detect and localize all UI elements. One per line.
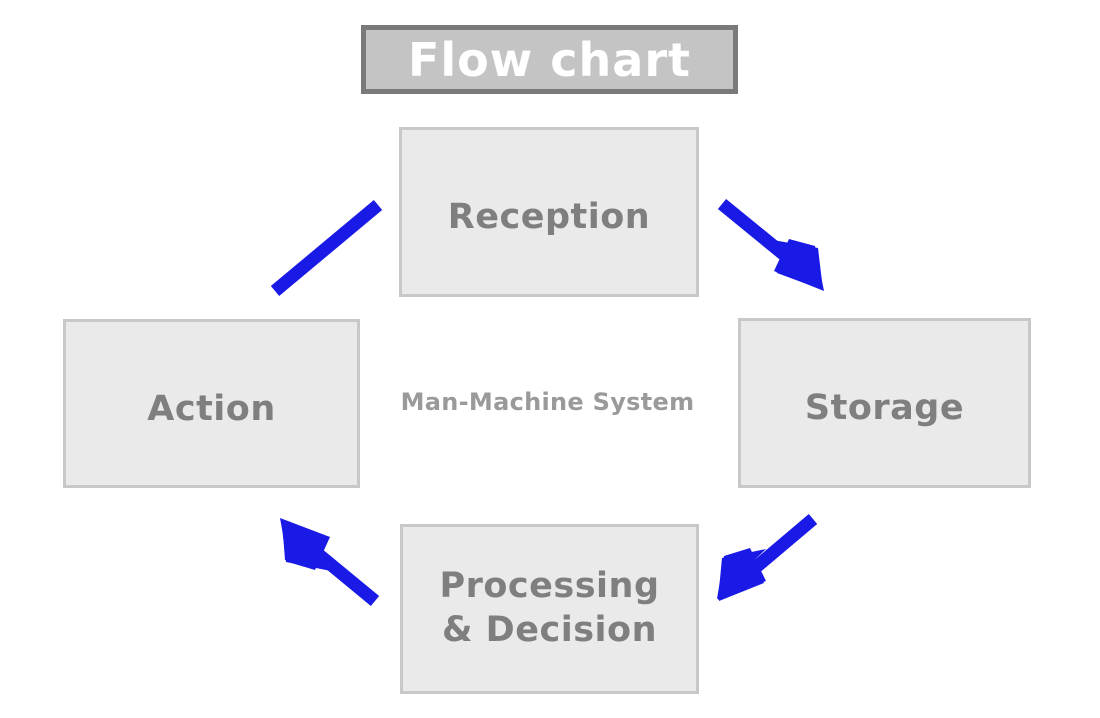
node-processing-label: Processing & Decision [439,565,659,653]
node-processing[interactable]: Processing & Decision [400,524,699,694]
node-reception-label: Reception [447,197,651,238]
chart-title-banner: Flow chart [361,25,738,94]
node-reception[interactable]: Reception [399,127,699,297]
center-caption: Man-Machine System [400,388,695,416]
node-action-label: Action [147,388,276,429]
connector-processing-to-action [280,518,380,607]
page-title: Flow chart [407,32,692,87]
connector-reception-to-storage [717,198,824,291]
connector-storage-to-processing [717,514,818,601]
node-processing-label-line2: & Decision [441,610,658,650]
node-storage-label: Storage [804,388,965,429]
connector-action-to-reception [270,200,383,296]
node-storage[interactable]: Storage [738,318,1031,488]
node-processing-label-line1: Processing [439,566,660,607]
node-action[interactable]: Action [63,319,360,488]
